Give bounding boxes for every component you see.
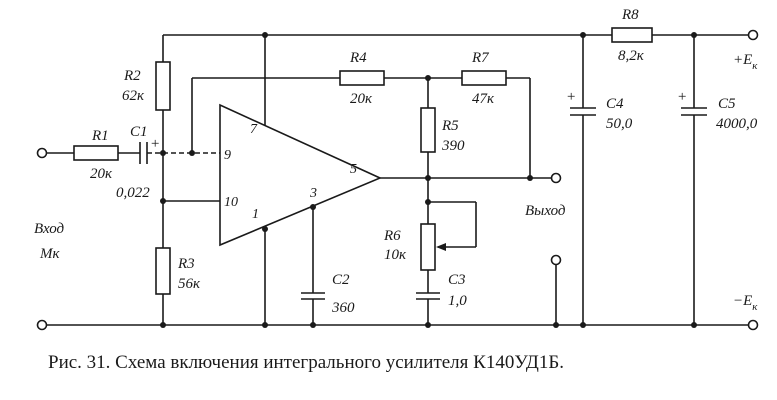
pin-9-label: 9 <box>224 148 231 163</box>
r2-name: R2 <box>123 68 141 84</box>
r2-value: 62к <box>122 88 145 104</box>
resistor-r8 <box>611 27 653 43</box>
junction-dot <box>160 198 166 204</box>
c4-plus: + <box>566 89 576 105</box>
supply-neg-label: −Eк <box>733 293 758 313</box>
output-ground-terminal <box>550 254 562 266</box>
pin-7-label: 7 <box>250 122 258 137</box>
r6-wiper-arrowhead <box>436 243 446 251</box>
input-label-2: Мк <box>39 246 60 262</box>
r8-name: R8 <box>621 7 639 23</box>
junction-dot <box>425 199 431 205</box>
supply-pos-sub: к <box>752 60 758 72</box>
r1-value: 20к <box>90 166 113 182</box>
opamp-triangle <box>219 103 382 247</box>
r5-name: R5 <box>441 118 459 134</box>
supply-neg-text: −E <box>733 293 752 309</box>
r4-name: R4 <box>349 50 367 66</box>
resistor-r5 <box>420 107 436 153</box>
c1-name: C1 <box>130 124 148 140</box>
resistor-r3 <box>155 247 171 295</box>
supply-pos-label: +Eк <box>733 52 758 72</box>
c3-name: C3 <box>448 272 466 288</box>
junction-dot <box>580 32 586 38</box>
c3-value: 1,0 <box>448 293 467 309</box>
resistor-r1 <box>73 145 119 161</box>
r6-name: R6 <box>383 228 401 244</box>
resistor-r2 <box>155 61 171 111</box>
figure-caption: Рис. 31. Схема включения интегрального у… <box>48 352 564 373</box>
resistor-r7 <box>461 70 507 86</box>
junction-dot <box>160 322 166 328</box>
output-terminal <box>550 172 562 184</box>
junction-dot <box>310 204 316 210</box>
c5-value: 4000,0 <box>716 116 758 132</box>
c1-plus: + <box>150 136 160 152</box>
pin-1-label: 1 <box>252 207 259 222</box>
c4-name: C4 <box>606 96 624 112</box>
pin-5-label: 5 <box>350 162 357 177</box>
junction-dot <box>189 150 195 156</box>
pin-3-label: 3 <box>309 186 317 201</box>
c4-value: 50,0 <box>606 116 633 132</box>
junction-dot <box>262 226 268 232</box>
c5-plus: + <box>677 89 687 105</box>
r4-value: 20к <box>350 91 373 107</box>
c2-value: 360 <box>331 300 355 316</box>
r8-value: 8,2к <box>618 48 645 64</box>
supply-neg-terminal <box>747 319 759 331</box>
r5-value: 390 <box>441 138 465 154</box>
supply-pos-text: +E <box>733 52 752 68</box>
resistor-r6 <box>420 223 436 271</box>
pin-10-label: 10 <box>224 195 238 210</box>
supply-neg-sub: к <box>752 301 758 313</box>
supply-pos-terminal <box>747 29 759 41</box>
input-terminal <box>36 147 48 159</box>
c1-value: 0,022 <box>116 185 150 201</box>
output-label: Выход <box>525 203 566 219</box>
input-label: Вход <box>34 221 65 237</box>
r3-value: 56к <box>178 276 201 292</box>
junction-dot <box>425 175 431 181</box>
resistor-r4 <box>339 70 385 86</box>
junction-dot <box>553 322 559 328</box>
junction-dot <box>425 322 431 328</box>
junction-dot <box>580 322 586 328</box>
junction-dot <box>425 75 431 81</box>
junction-dot <box>527 175 533 181</box>
r3-name: R3 <box>177 256 195 272</box>
r7-name: R7 <box>471 50 490 66</box>
r6-value: 10к <box>384 247 407 263</box>
junction-dot <box>262 322 268 328</box>
junction-dot <box>310 322 316 328</box>
r1-name: R1 <box>91 128 109 144</box>
junction-dot <box>691 32 697 38</box>
junction-dot <box>262 32 268 38</box>
c2-name: C2 <box>332 272 350 288</box>
junction-dot <box>691 322 697 328</box>
c5-name: C5 <box>718 96 736 112</box>
junction-dot <box>160 150 166 156</box>
input-ground-terminal <box>36 319 48 331</box>
r7-value: 47к <box>472 91 495 107</box>
